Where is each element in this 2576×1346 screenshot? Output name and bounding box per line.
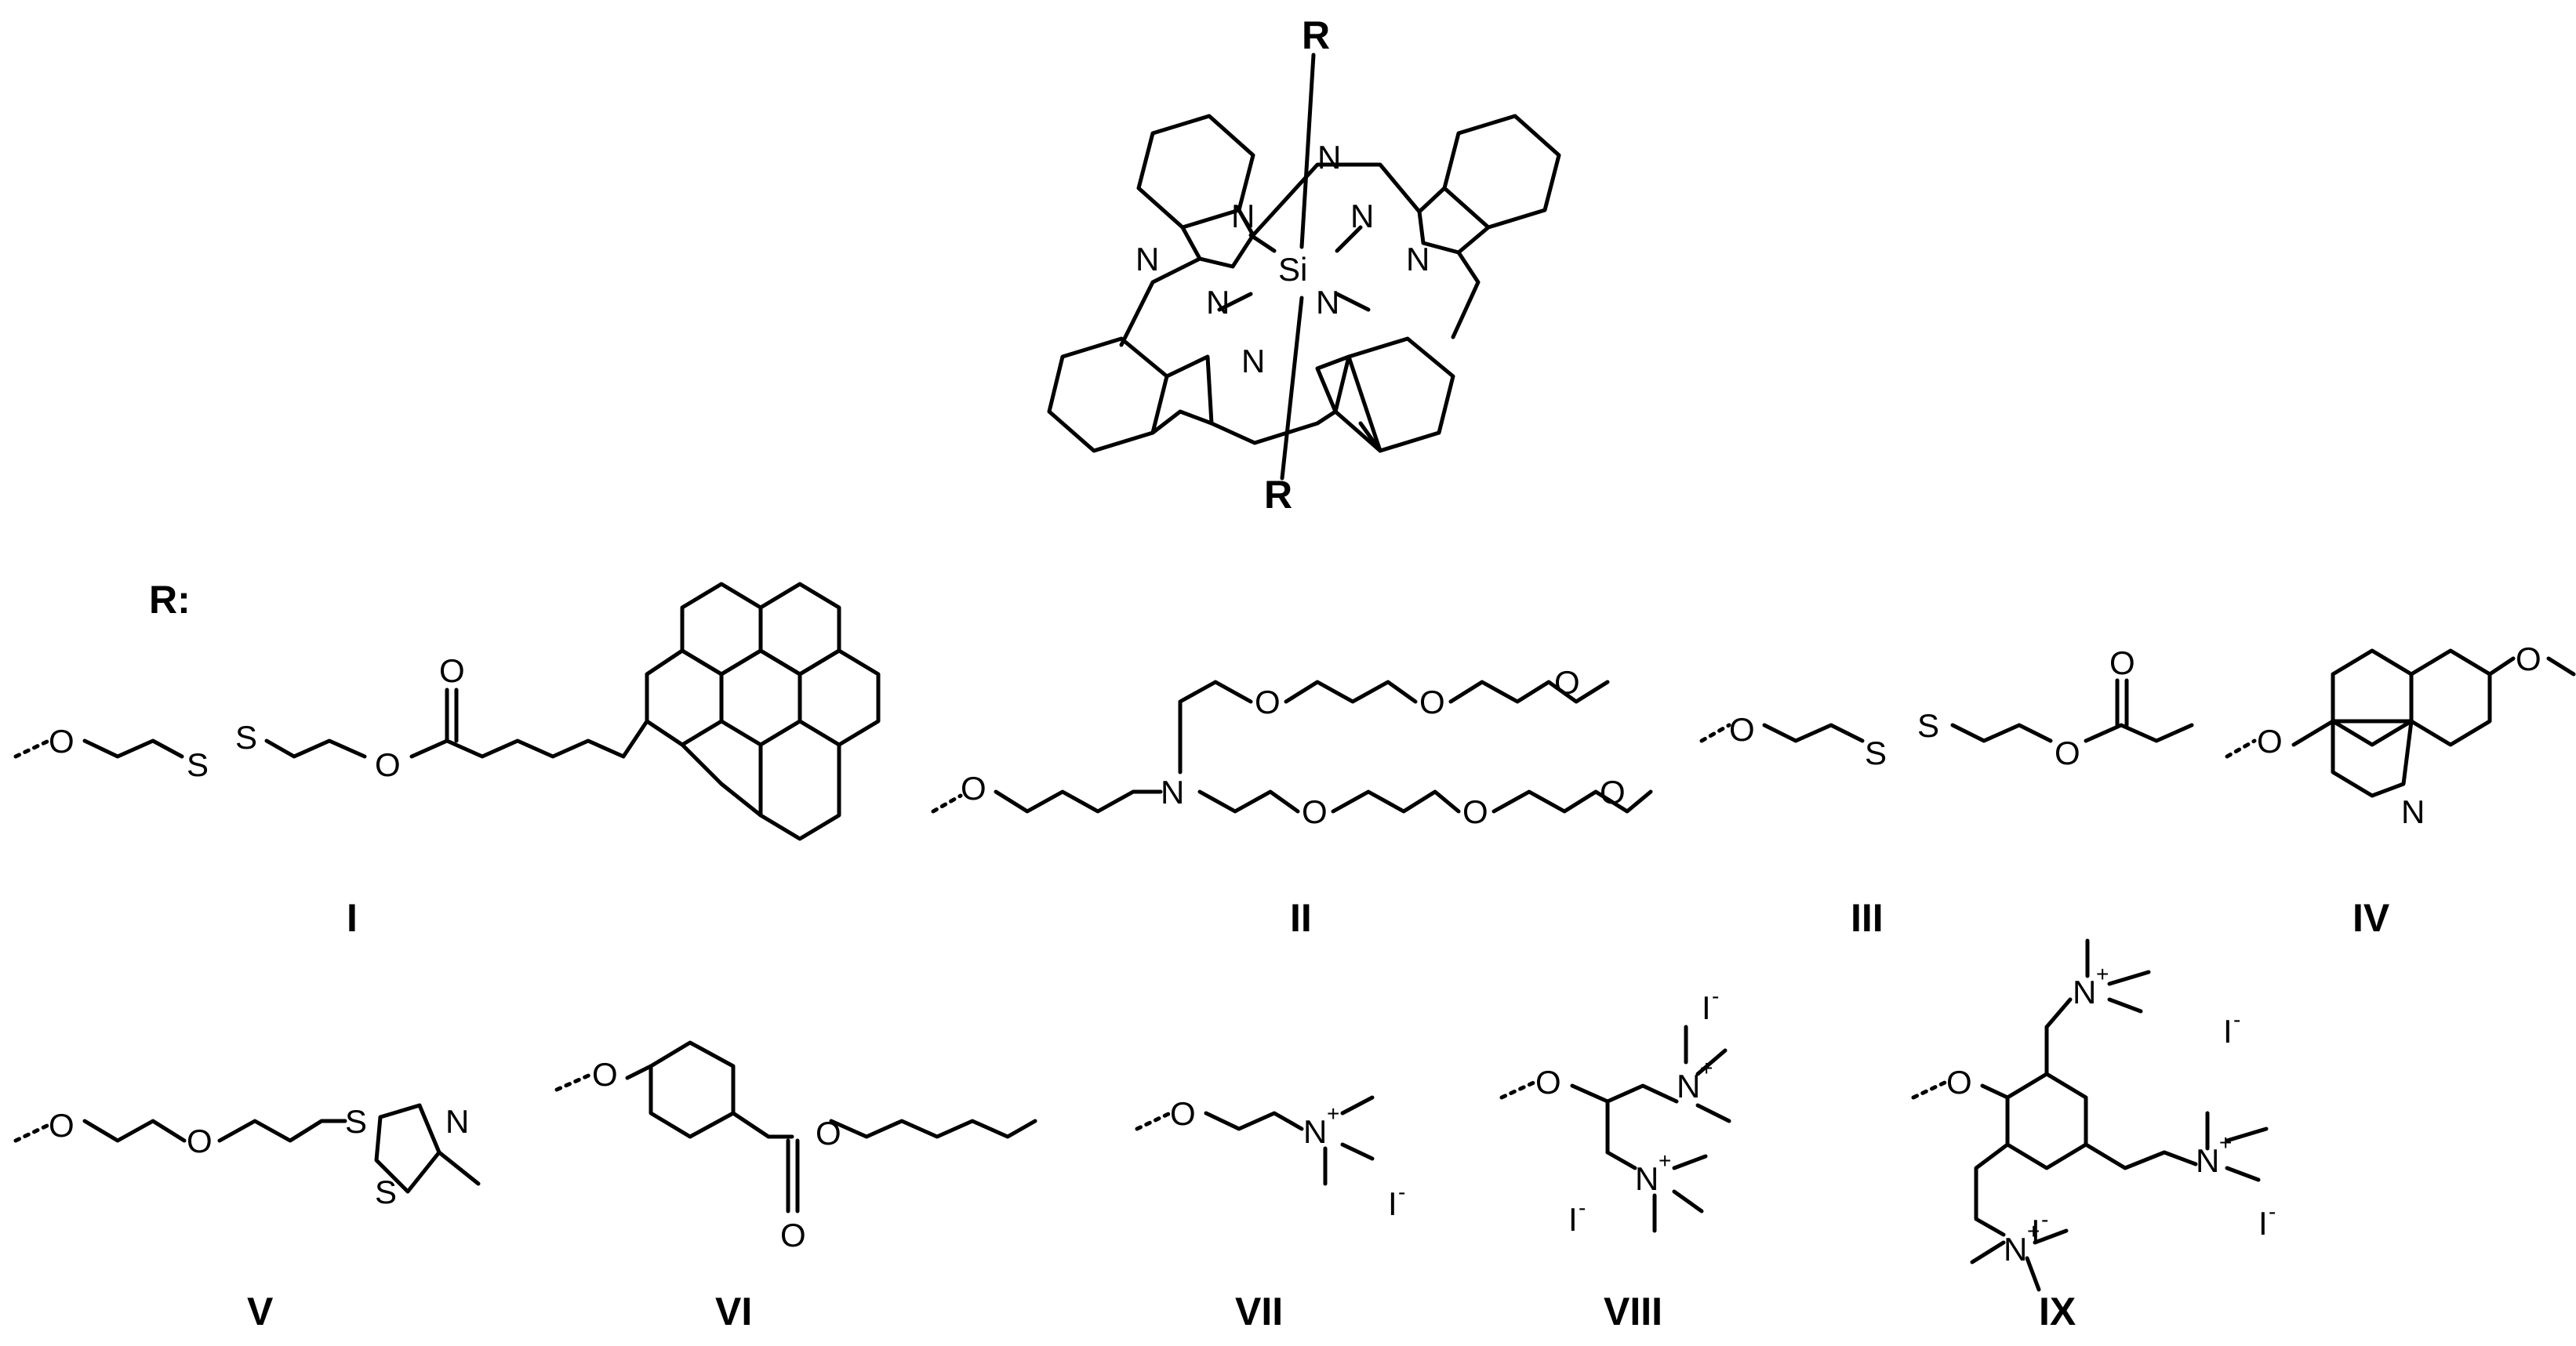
substituent-V: O O S N S V <box>13 1103 481 1333</box>
core-n-label: N <box>1241 343 1265 379</box>
nitrogen-label: N <box>1677 1068 1700 1105</box>
label-VI: VI <box>715 1290 752 1333</box>
nitrogen-label: N <box>1161 774 1184 811</box>
plus-charge: + <box>2096 962 2109 986</box>
substituent-III: O S S O O III <box>1699 644 2194 940</box>
label-VIII: VIII <box>1604 1290 1662 1333</box>
nitrogen-label: N <box>2196 1142 2219 1179</box>
iodide-label: I <box>1388 1185 1397 1222</box>
substituent-IX: O N + N + N + I - I - I - IX <box>1911 938 2276 1333</box>
substituent-VI: O O O VI <box>554 1040 1037 1333</box>
label-I: I <box>347 896 358 940</box>
oxygen-label: O <box>961 770 986 807</box>
oxygen-label: O <box>375 746 401 783</box>
substituent-II: O N O O O O O O II <box>931 664 1653 940</box>
minus-charge: - <box>1712 984 1719 1008</box>
oxygen-label: O <box>1946 1064 1972 1101</box>
minus-charge: - <box>2269 1199 2276 1224</box>
oxygen-label: O <box>1302 793 1328 830</box>
oxygen-label: O <box>187 1123 213 1159</box>
nitrogen-label: N <box>1303 1113 1327 1150</box>
label-IX: IX <box>2039 1290 2076 1333</box>
plus-charge: + <box>1327 1101 1339 1126</box>
axial-r-bottom-label: R <box>1264 473 1292 517</box>
core-n-label: N <box>1406 241 1430 278</box>
oxygen-label: O <box>439 652 465 689</box>
label-III: III <box>1851 896 1884 940</box>
label-IV: IV <box>2353 896 2390 940</box>
substituent-VII: O N + I - VII <box>1135 1095 1405 1333</box>
substituent-VIII: O N + N + I - I - VIII <box>1499 984 1731 1333</box>
nitrogen-label: N <box>1635 1160 1659 1197</box>
oxygen-label: O <box>2109 644 2135 681</box>
core-metal-label: Si <box>1278 251 1307 288</box>
core-n-label: N <box>1231 198 1255 234</box>
plus-charge: + <box>2027 1219 2040 1243</box>
core-n-label: N <box>1206 284 1230 321</box>
minus-charge: - <box>1398 1180 1405 1204</box>
iodide-label: I <box>2258 1205 2268 1242</box>
nitrogen-label: N <box>445 1103 469 1140</box>
oxygen-label: O <box>1600 774 1626 811</box>
minus-charge: - <box>2233 1007 2240 1032</box>
oxygen-label: O <box>2257 723 2283 760</box>
core-n-label: N <box>1317 139 1341 176</box>
nitrogen-label: N <box>2401 793 2425 830</box>
oxygen-label: O <box>1462 793 1488 830</box>
sulfur-label: S <box>1865 735 1887 771</box>
substituent-IV: O O N IV <box>2225 640 2576 940</box>
minus-charge: - <box>1579 1195 1586 1220</box>
oxygen-label: O <box>1170 1095 1196 1132</box>
oxygen-label: O <box>49 1107 74 1144</box>
oxygen-label: O <box>780 1217 806 1253</box>
label-VII: VII <box>1235 1290 1283 1333</box>
label-II: II <box>1290 896 1312 940</box>
substituent-I: O S S O O I <box>13 582 881 940</box>
oxygen-label: O <box>592 1056 618 1093</box>
sulfur-label: S <box>187 746 209 783</box>
iodide-label: I <box>1568 1201 1578 1238</box>
oxygen-label: O <box>1554 664 1580 701</box>
sulfur-label: S <box>235 719 257 756</box>
plus-charge: + <box>1700 1056 1713 1080</box>
nitrogen-label: N <box>2004 1231 2027 1268</box>
oxygen-label: O <box>2516 640 2541 677</box>
iodide-label: I <box>2223 1013 2233 1050</box>
minus-charge: - <box>2041 1207 2048 1232</box>
core-n-label: N <box>1135 241 1159 278</box>
iodide-label: I <box>1702 989 1711 1026</box>
core-n-label: N <box>1316 284 1339 321</box>
sulfur-label: S <box>1917 707 1939 744</box>
oxygen-label: O <box>816 1115 841 1152</box>
plus-charge: + <box>2219 1130 2232 1155</box>
silicon-phthalocyanine-core: Si N N N N N N N N R R <box>1047 13 1561 517</box>
nitrogen-label: N <box>2073 974 2096 1010</box>
sulfur-label: S <box>345 1103 367 1140</box>
oxygen-label: O <box>1729 711 1755 748</box>
label-V: V <box>247 1290 274 1333</box>
axial-r-top-label: R <box>1302 13 1330 57</box>
oxygen-label: O <box>49 723 74 760</box>
sulfur-label: S <box>375 1174 397 1210</box>
iodide-label: I <box>2031 1213 2040 1250</box>
oxygen-label: O <box>1535 1064 1561 1101</box>
plus-charge: + <box>1659 1148 1671 1173</box>
oxygen-label: O <box>2055 735 2080 771</box>
oxygen-label: O <box>1419 684 1445 720</box>
core-n-label: N <box>1350 198 1374 234</box>
oxygen-label: O <box>1255 684 1281 720</box>
substituent-heading: R: <box>149 578 191 622</box>
